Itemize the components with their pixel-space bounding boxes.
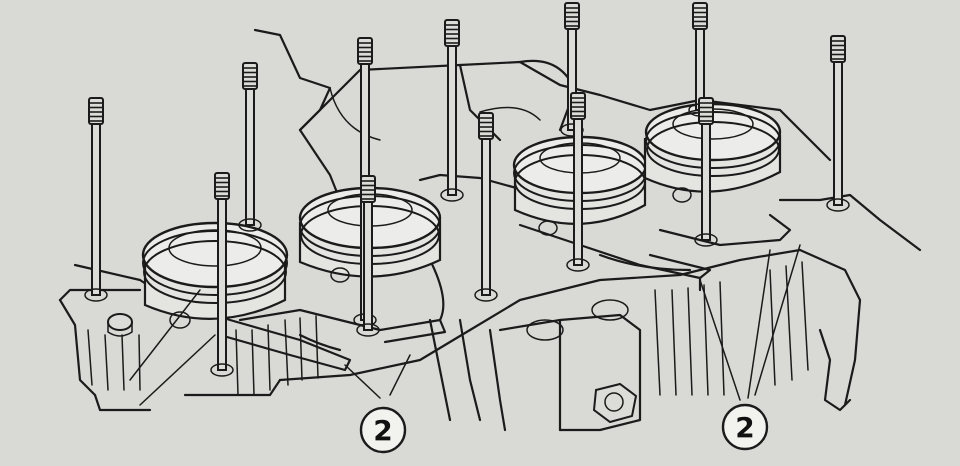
stud-8 (560, 2, 584, 137)
callout-left: 2 (359, 406, 407, 454)
stud-2 (238, 62, 262, 232)
callout-left-circle (359, 406, 407, 454)
stud-7 (474, 112, 498, 302)
stud-11 (694, 97, 718, 247)
callout-left-number: 2 (373, 414, 392, 447)
cylinder-studs (84, 2, 850, 377)
stud-6 (440, 19, 464, 202)
piston-front-left (141, 221, 289, 329)
callout-right: 2 (721, 403, 769, 451)
engine-block (58, 28, 922, 432)
stud-3 (210, 172, 234, 377)
callout-right-number: 2 (735, 411, 754, 444)
stud-1 (84, 97, 108, 302)
callout-right-circle (721, 403, 769, 451)
stud-12 (826, 35, 850, 212)
piston-rear-right (643, 102, 782, 203)
stud-5 (356, 175, 380, 337)
stud-9 (566, 92, 590, 272)
leader-lines (129, 244, 801, 406)
